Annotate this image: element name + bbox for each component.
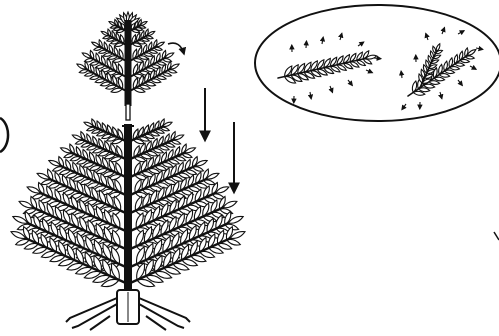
fluffing-arrow-icon bbox=[310, 92, 311, 99]
edge-circle-fragment bbox=[0, 118, 8, 152]
top-section-connector bbox=[126, 104, 130, 120]
needle-cluster bbox=[200, 251, 215, 257]
needle-cluster bbox=[33, 247, 48, 253]
fluffing-arrow-icon bbox=[458, 80, 462, 85]
branch-fluffing-detail bbox=[278, 27, 483, 109]
fluffing-arrow-icon bbox=[348, 80, 352, 85]
fluffing-arrow-icon bbox=[401, 71, 402, 78]
top-section-pole bbox=[125, 20, 132, 106]
fluffing-arrow-icon bbox=[442, 27, 445, 34]
curved-arrow-icon bbox=[168, 43, 184, 54]
fluffing-arrow-icon bbox=[458, 31, 464, 34]
fluffing-arrow-icon bbox=[374, 58, 381, 59]
fluffing-arrow-icon bbox=[322, 37, 323, 44]
fluffing-arrow-icon bbox=[358, 42, 364, 46]
needle-cluster bbox=[41, 251, 56, 257]
fluffing-arrow-icon bbox=[366, 70, 372, 73]
needle-cluster bbox=[467, 50, 475, 56]
oval-callout bbox=[255, 5, 499, 121]
fluffing-arrow-icon bbox=[402, 104, 406, 110]
fluffing-arrow-icon bbox=[340, 33, 342, 40]
fluffing-arrow-icon bbox=[330, 86, 333, 93]
tree-stand-icon bbox=[66, 290, 190, 330]
fluffing-arrow-icon bbox=[426, 33, 428, 40]
fluffing-arrow-icon bbox=[470, 66, 476, 69]
needle-cluster bbox=[209, 247, 224, 253]
tree-trunk bbox=[124, 124, 132, 294]
christmas-tree bbox=[11, 12, 245, 294]
edge-mark bbox=[494, 232, 499, 240]
fluffing-arrow-icon bbox=[476, 48, 483, 49]
fluffing-arrow-icon bbox=[440, 92, 442, 99]
